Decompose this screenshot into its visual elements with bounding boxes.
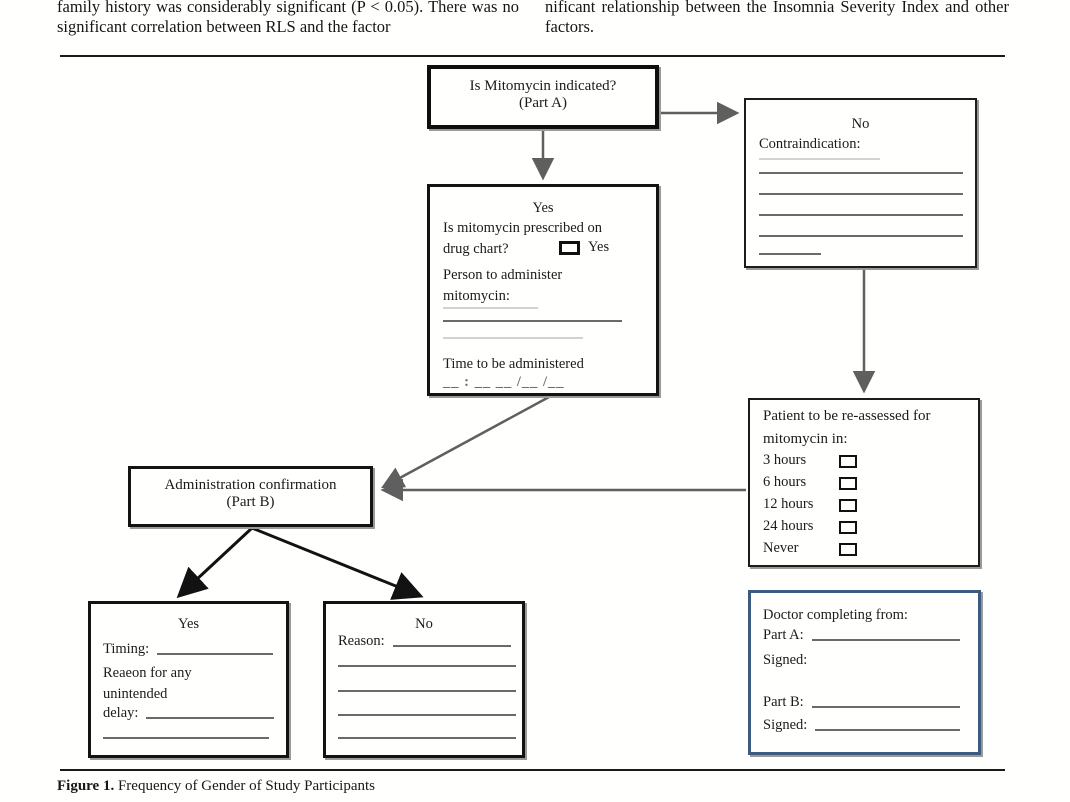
blank-line — [811, 639, 960, 641]
contraindication-label: Contraindication: — [759, 136, 861, 152]
reassess-option-row: 12 hours — [763, 496, 963, 513]
confirm-yes-label: Yes — [177, 616, 200, 632]
figure-bottom-rule — [60, 769, 1005, 771]
reassess-title-line2: mitomycin in: — [763, 431, 848, 447]
doctor-completing-title: Doctor completing from: — [763, 607, 908, 623]
box-confirm-no: No Reason: — [323, 601, 525, 758]
blank-line — [443, 337, 583, 339]
reassess-option-label: 3 hours — [763, 452, 807, 468]
timing-label: Timing: — [103, 641, 150, 657]
figure-top-rule — [60, 55, 1005, 57]
person-to-administer-line2: mitomycin: — [443, 288, 510, 304]
arrow-admin-to-yes — [176, 526, 254, 599]
figure-caption: Figure 1. Frequency of Gender of Study P… — [57, 778, 375, 795]
box-reassess-schedule: Patient to be re-assessed for mitomycin … — [748, 398, 980, 567]
time-to-be-administered-label: Time to be administered — [443, 356, 584, 372]
reassess-option-label: 24 hours — [763, 518, 814, 534]
box-administration-confirmation: Administration confirmation (Part B) — [128, 466, 373, 527]
decision-box-question: Is Mitomycin indicated? — [469, 78, 617, 94]
reason-label: Reason: — [338, 633, 385, 649]
box-doctor-completing: Doctor completing from: Part A: Signed: … — [748, 590, 981, 755]
delay-field-row: delay: — [103, 705, 280, 722]
reassess-option-label: Never — [763, 540, 799, 556]
blank-line — [338, 690, 516, 692]
paper-text-right-column: nificant relationship between the Insomn… — [545, 0, 1009, 36]
delay-reason-line2: unintended — [103, 686, 168, 702]
blank-line — [103, 737, 269, 739]
checkbox-3-hours — [839, 455, 857, 468]
figure-caption-text: Frequency of Gender of Study Participant… — [114, 778, 375, 794]
part-a-label: Part A: — [763, 627, 804, 643]
blank-line-short — [759, 253, 821, 255]
paper-text-left-column: family history was considerably signific… — [57, 0, 519, 36]
blank-line — [759, 158, 880, 160]
admin-confirmation-part-b: (Part B) — [226, 494, 275, 510]
admin-confirmation-title: Administration confirmation — [164, 477, 337, 493]
blank-line — [759, 172, 963, 174]
reason-field-row: Reason: — [338, 633, 518, 650]
reassess-option-label: 6 hours — [763, 474, 807, 490]
signed-a-label: Signed: — [763, 652, 808, 668]
reassess-title-line1: Patient to be re-assessed for — [763, 408, 931, 424]
arrow-prescribed-to-admin — [381, 395, 550, 489]
checkbox-12-hours — [839, 499, 857, 512]
blank-line — [811, 706, 960, 708]
prescribed-question-line1: Is mitomycin prescribed on — [443, 220, 603, 236]
answer-yes-label: Yes — [532, 200, 554, 216]
prescribed-question-line2: drug chart? — [443, 241, 509, 257]
blank-line — [759, 193, 963, 195]
blank-line — [392, 645, 511, 647]
blank-line — [146, 717, 275, 719]
blank-line — [443, 307, 538, 309]
decision-box-mitomycin-indicated: Is Mitomycin indicated? (Part A) — [427, 65, 659, 129]
reassess-option-row: Never — [763, 540, 963, 557]
reassess-option-row: 3 hours — [763, 452, 963, 469]
reassess-option-label: 12 hours — [763, 496, 814, 512]
box-no-contraindication: No Contraindication: — [744, 98, 977, 268]
arrow-admin-to-no — [251, 526, 424, 600]
reassess-option-row: 24 hours — [763, 518, 963, 535]
checkbox-24-hours — [839, 521, 857, 534]
checkbox-never — [839, 543, 857, 556]
delay-reason-line3: delay: — [103, 705, 139, 721]
part-b-field-row: Part B: — [763, 694, 971, 711]
blank-line — [815, 729, 961, 731]
box-confirm-yes: Yes Timing: Reaeon for any unintended de… — [88, 601, 289, 758]
figure-caption-label: Figure 1. — [57, 778, 115, 794]
blank-line — [759, 214, 963, 216]
blank-line — [338, 665, 516, 667]
timing-field-row: Timing: — [103, 641, 280, 658]
blank-line — [443, 320, 622, 322]
blank-line — [759, 235, 963, 237]
part-b-label: Part B: — [763, 694, 804, 710]
answer-no-label: No — [851, 116, 870, 132]
signed-b-field-row: Signed: — [763, 717, 971, 734]
decision-box-part-a: (Part A) — [519, 95, 567, 111]
confirm-no-label: No — [415, 616, 433, 632]
checkbox-prescribed-yes-label: Yes — [588, 239, 610, 255]
time-date-blanks: __ : __ __ /__ /__ — [443, 374, 565, 390]
signed-b-label: Signed: — [763, 717, 808, 733]
blank-line — [338, 714, 516, 716]
checkbox-prescribed-yes — [559, 241, 580, 255]
part-a-field-row: Part A: — [763, 627, 971, 644]
reassess-option-row: 6 hours — [763, 474, 963, 491]
blank-line — [338, 737, 516, 739]
person-to-administer-line1: Person to administer — [443, 267, 563, 283]
blank-line — [157, 653, 274, 655]
box-prescribed-on-chart: Yes Is mitomycin prescribed on drug char… — [427, 184, 659, 396]
checkbox-6-hours — [839, 477, 857, 490]
delay-reason-line1: Reaeon for any — [103, 665, 192, 681]
